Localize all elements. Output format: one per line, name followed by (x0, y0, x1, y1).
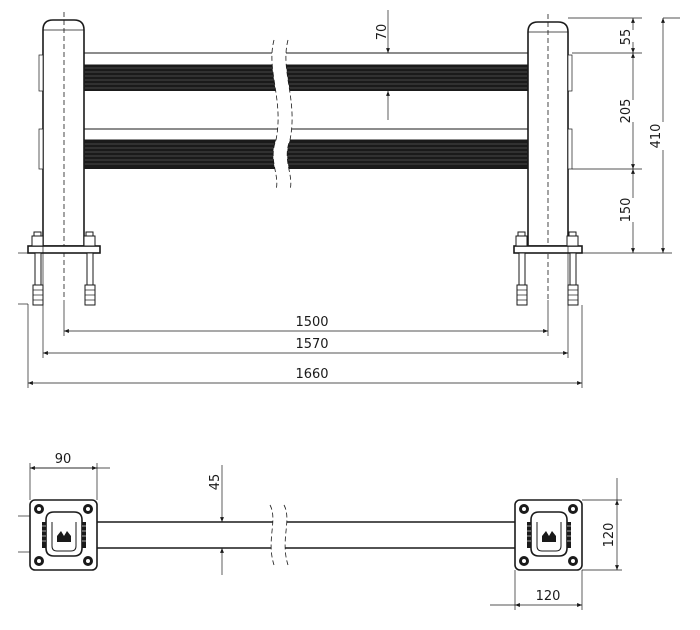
dim-205-label: 205 (619, 99, 634, 124)
top-rail (82, 52, 530, 91)
dim-55: 55 (619, 18, 635, 53)
dim-55-label: 55 (619, 29, 634, 46)
front-view: 70 55 205 150 410 (18, 10, 680, 388)
left-anchor-bolt-2 (83, 231, 96, 306)
right-post (527, 14, 573, 300)
dim-1660: 1660 (28, 367, 582, 385)
left-plate-top (29, 499, 98, 571)
dim-410: 410 (649, 17, 680, 253)
dim-120-horizontal-label: 120 (536, 589, 561, 604)
bottom-rail (82, 128, 530, 169)
left-post (38, 12, 85, 300)
dim-1500-label: 1500 (295, 315, 328, 330)
right-base-plate (513, 231, 583, 306)
dim-45: 45 (208, 465, 224, 575)
dim-70: 70 (375, 10, 390, 120)
dim-90: 90 (29, 452, 110, 500)
right-anchor-bolt-2 (566, 231, 579, 306)
dim-1570: 1570 (43, 337, 568, 355)
top-view-rail (97, 521, 516, 549)
top-rail-grooves (83, 65, 529, 91)
dim-90-label: 90 (55, 452, 72, 467)
dim-150: 150 (619, 169, 635, 253)
top-view: 90 45 120 120 (18, 452, 622, 610)
dim-1660-label: 1660 (295, 367, 328, 382)
dim-1570-label: 1570 (295, 337, 328, 352)
dim-1500: 1500 (64, 315, 548, 333)
dim-45-label: 45 (208, 474, 223, 491)
bottom-rail-grooves (83, 140, 529, 169)
dim-150-label: 150 (619, 198, 634, 223)
rail-break (271, 39, 293, 191)
dim-205: 205 (619, 53, 635, 169)
dim-70-label: 70 (375, 24, 390, 41)
dim-410-label: 410 (649, 124, 664, 149)
dim-120-vertical-label: 120 (602, 523, 617, 548)
right-anchor-bolt-1 (515, 231, 528, 306)
left-base-plate (27, 231, 101, 306)
top-view-rail-break (269, 504, 289, 566)
dim-120-vertical: 120 (582, 478, 622, 571)
left-anchor-bolt-1 (31, 231, 44, 306)
right-plate-top (514, 499, 583, 571)
dim-120-horizontal: 120 (490, 570, 583, 610)
